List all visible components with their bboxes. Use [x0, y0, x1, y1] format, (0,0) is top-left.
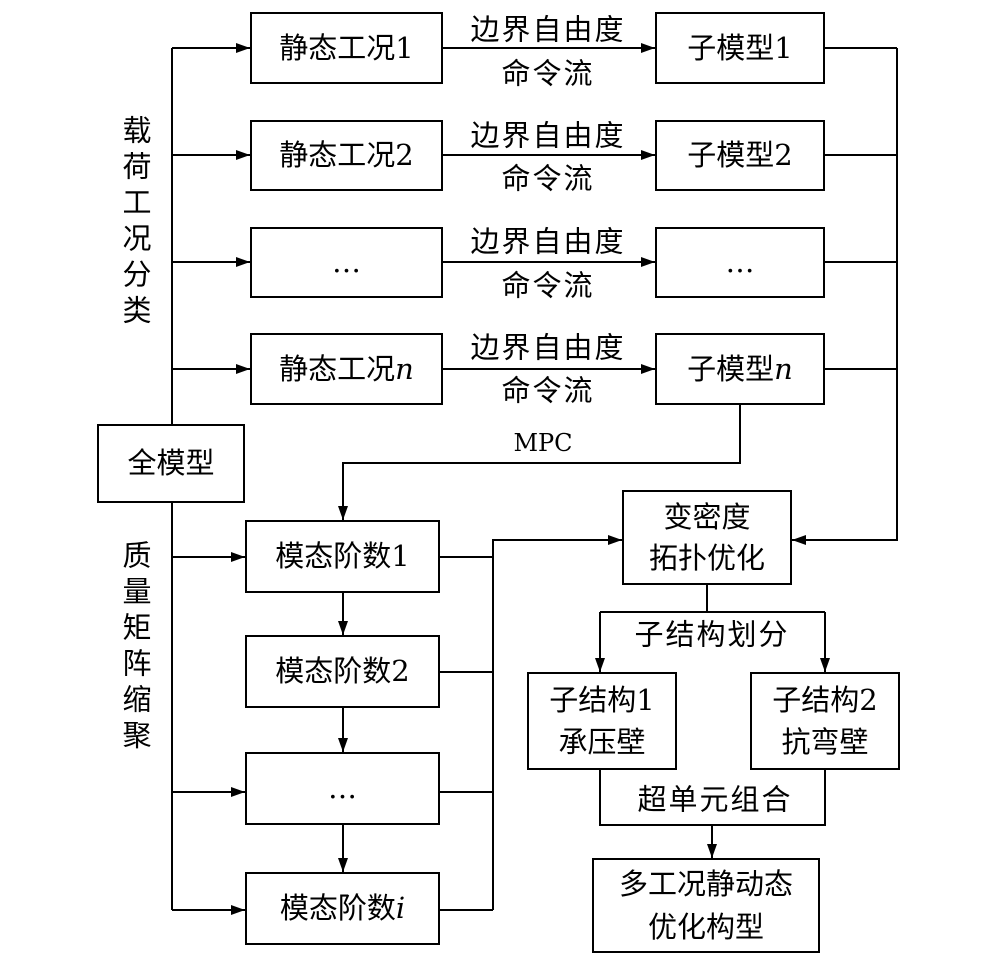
middle-trunk-to-topology-arrow [492, 535, 622, 910]
static-case-1-box: 静态工况1 [250, 12, 443, 84]
submodel-n-box: 子模型n [655, 333, 825, 405]
ellipsis-label: … [725, 245, 755, 280]
mode-order-index: i [395, 891, 406, 926]
command-stream-label: 命令流 [501, 161, 595, 196]
submodel-1-box: 子模型1 [655, 12, 825, 84]
ellipsis-label: … [332, 245, 361, 280]
mode-order-i-box: 模态阶数i [245, 872, 440, 945]
mode-order-2-box: 模态阶数2 [245, 635, 440, 708]
boundary-dof-label: 边界自由度 [470, 118, 626, 153]
right-trunk-to-topology-arrow [792, 48, 898, 545]
mode-order-index: 1 [391, 539, 410, 574]
static-case-label: 静态工况 [279, 138, 396, 173]
substructure-1-line2: 承压壁 [558, 725, 646, 759]
mode-order-label: 模态阶数 [279, 891, 396, 926]
submodel-ellipsis-box: … [655, 227, 825, 298]
mode-order-1-box: 模态阶数1 [245, 520, 440, 593]
topology-optimization-box: 变密度 拓扑优化 [622, 490, 792, 585]
result-line1: 多工况静动态 [618, 867, 793, 902]
result-box: 多工况静动态 优化构型 [592, 858, 820, 953]
command-stream-label: 命令流 [501, 373, 595, 408]
mode-order-label: 模态阶数 [275, 539, 392, 574]
static-case-n-box: 静态工况n [250, 333, 443, 405]
superelement-combination-label: 超单元组合 [637, 782, 793, 817]
static-case-index: 1 [395, 30, 414, 65]
submodel-2-box: 子模型2 [655, 120, 825, 191]
mpc-label: MPC [513, 429, 573, 457]
mode-order-ellipsis-box: … [245, 752, 440, 825]
substructure-division-label: 子结构划分 [634, 617, 790, 652]
submodel-label: 子模型 [687, 351, 775, 386]
static-case-ellipsis-box: … [250, 227, 443, 298]
substructure-1-line1: 子结构1 [549, 682, 655, 717]
substructure-2-line1: 子结构2 [772, 682, 878, 717]
static-case-label: 静态工况 [279, 351, 396, 386]
substructure-2-box: 子结构2 抗弯壁 [750, 672, 900, 770]
mode-order-index: 2 [391, 654, 410, 689]
boundary-dof-label: 边界自由度 [470, 330, 626, 365]
submodel-index: 2 [774, 138, 793, 173]
submodel-index: 1 [774, 30, 793, 65]
full-model-box: 全模型 [97, 424, 245, 503]
submodel-label: 子模型 [687, 30, 775, 65]
mode-order-label: 模态阶数 [275, 654, 392, 689]
boundary-dof-label: 边界自由度 [470, 12, 626, 47]
submodel-index: n [774, 351, 793, 386]
ellipsis-label: … [328, 771, 357, 806]
substructure-2-line2: 抗弯壁 [781, 725, 869, 759]
boundary-dof-label: 边界自由度 [470, 224, 626, 259]
static-case-index: 2 [395, 138, 414, 173]
topology-optimization-line2: 拓扑优化 [648, 540, 765, 575]
topology-optimization-line1: 变密度 [663, 499, 751, 534]
static-case-index: n [395, 351, 414, 386]
submodel-label: 子模型 [687, 138, 775, 173]
substructure-1-box: 子结构1 承压壁 [527, 672, 677, 770]
command-stream-label: 命令流 [501, 268, 595, 303]
full-model-label: 全模型 [127, 446, 215, 481]
mpc-arrow [338, 405, 741, 520]
load-case-classification-label: 载荷工况分类 [118, 115, 152, 331]
command-stream-label: 命令流 [501, 56, 595, 91]
mass-matrix-condensation-label: 质量矩阵缩聚 [118, 540, 152, 756]
static-case-2-box: 静态工况2 [250, 120, 443, 191]
result-line2: 优化构型 [647, 909, 764, 944]
static-case-label: 静态工况 [279, 30, 396, 65]
